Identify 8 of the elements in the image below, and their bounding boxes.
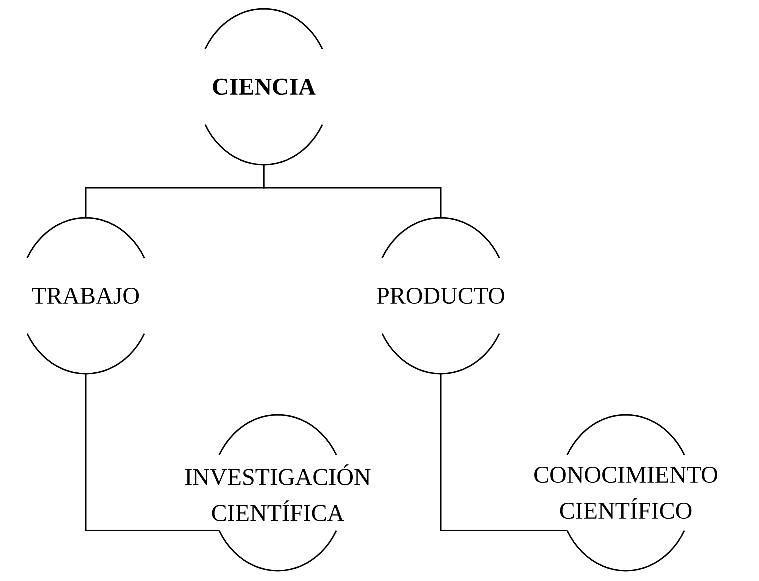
node-label: INVESTIGACIÓN CIENTÍFICA (186, 464, 371, 522)
node-label: CIENCIA (213, 78, 316, 96)
node-label: TRABAJO (32, 288, 140, 304)
connector (440, 374, 568, 532)
connector (85, 374, 220, 532)
connector (263, 165, 442, 218)
node-label: CONOCIMIENTO CIENTÍFICO (534, 466, 718, 520)
node-label: PRODUCTO (377, 288, 504, 304)
